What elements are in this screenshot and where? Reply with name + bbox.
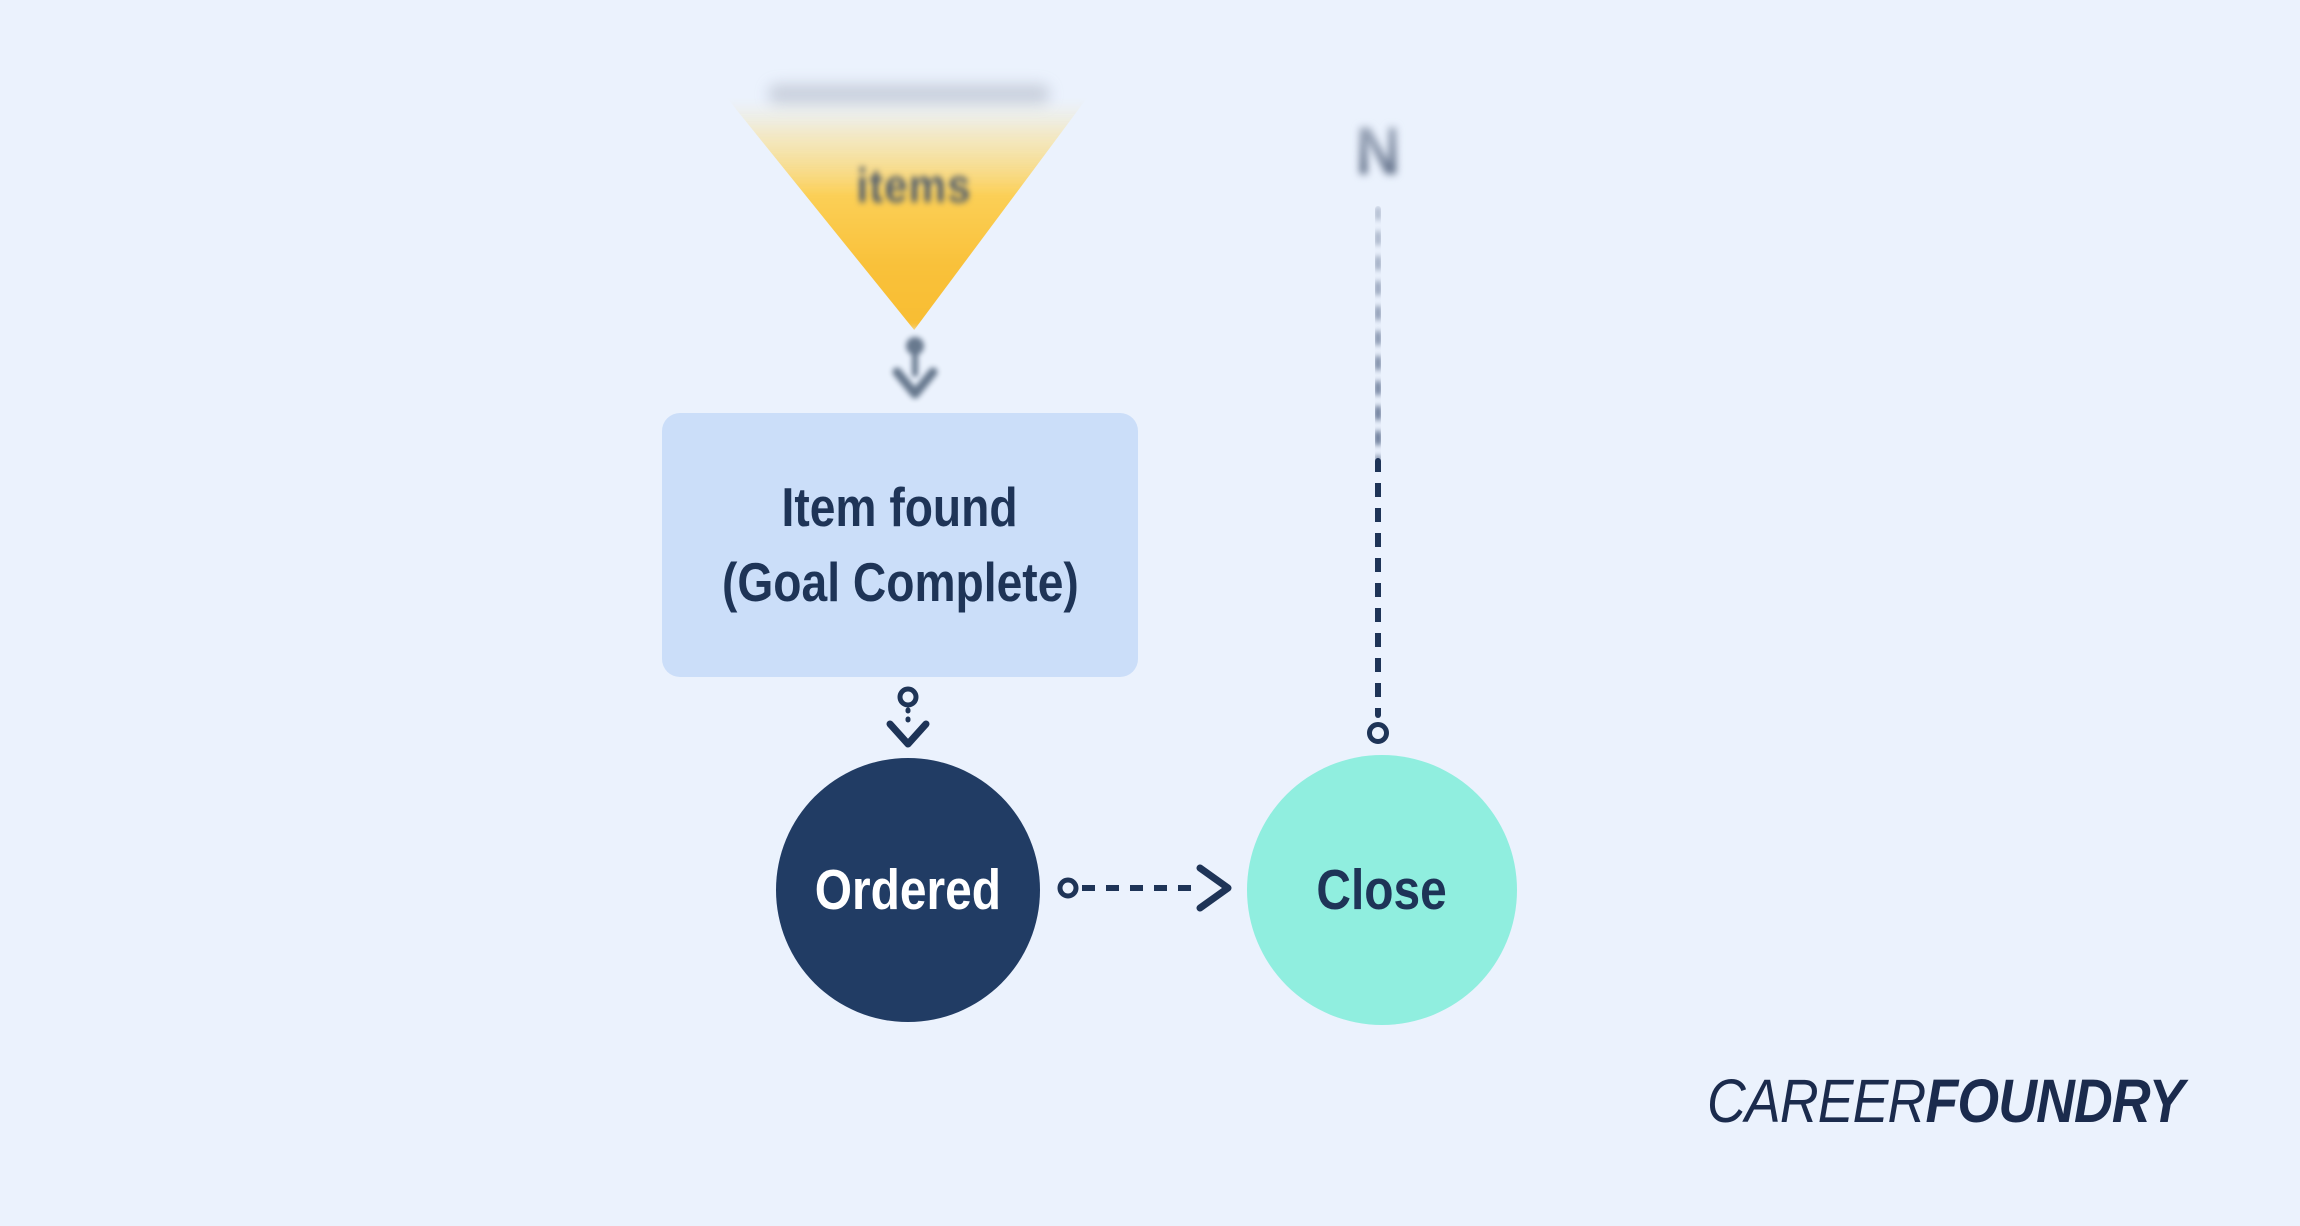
arrow-down-blurred-icon [892,337,938,399]
ordered-label: Ordered [814,858,1002,922]
close-node: Close [1247,755,1517,1025]
ring-endpoint-icon [1367,722,1389,744]
funnel-label: items [856,159,972,212]
goal-box: Item found (Goal Complete) [662,413,1138,677]
brand-bold: FOUNDRY [1925,1067,2185,1135]
ordered-node: Ordered [776,758,1040,1022]
ring-arrow-down-icon [886,686,930,748]
close-label: Close [1316,858,1448,922]
dashed-connector [1375,458,1381,718]
goal-box-line1: Item found [781,476,1019,539]
brand-light: CAREER [1707,1067,1926,1135]
dashed-connector-blurred [1375,206,1381,462]
dashed-arrow-right-icon [1057,864,1232,912]
brand-logo: CAREERFOUNDRY [1707,1066,2185,1136]
n-label: N [1355,113,1401,189]
funnel-triangle [727,98,1087,330]
goal-box-line2: (Goal Complete) [721,551,1079,613]
